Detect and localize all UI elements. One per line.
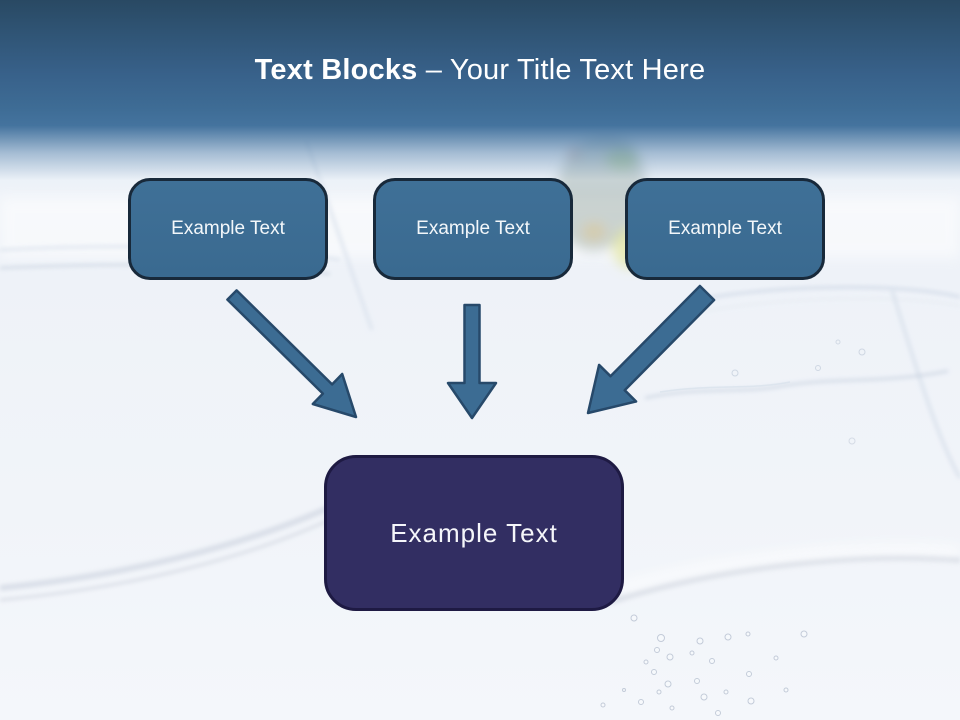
title-bold-text: Text Blocks xyxy=(254,54,418,86)
text-block-1-label: Example Text xyxy=(171,218,285,239)
text-block-2: Example Text xyxy=(373,178,573,280)
summary-block-label: Example Text xyxy=(390,517,558,548)
text-block-2-label: Example Text xyxy=(416,218,530,239)
text-block-3: Example Text xyxy=(625,178,825,280)
text-block-3-label: Example Text xyxy=(668,218,782,239)
bubbles xyxy=(600,614,808,716)
text-block-1: Example Text xyxy=(128,178,328,280)
title-regular-text: – Your Title Text Here xyxy=(417,54,706,86)
summary-block: Example Text xyxy=(324,455,624,611)
slide-title: Text Blocks – Your Title Text Here xyxy=(0,54,960,87)
right-bowl xyxy=(609,285,960,605)
